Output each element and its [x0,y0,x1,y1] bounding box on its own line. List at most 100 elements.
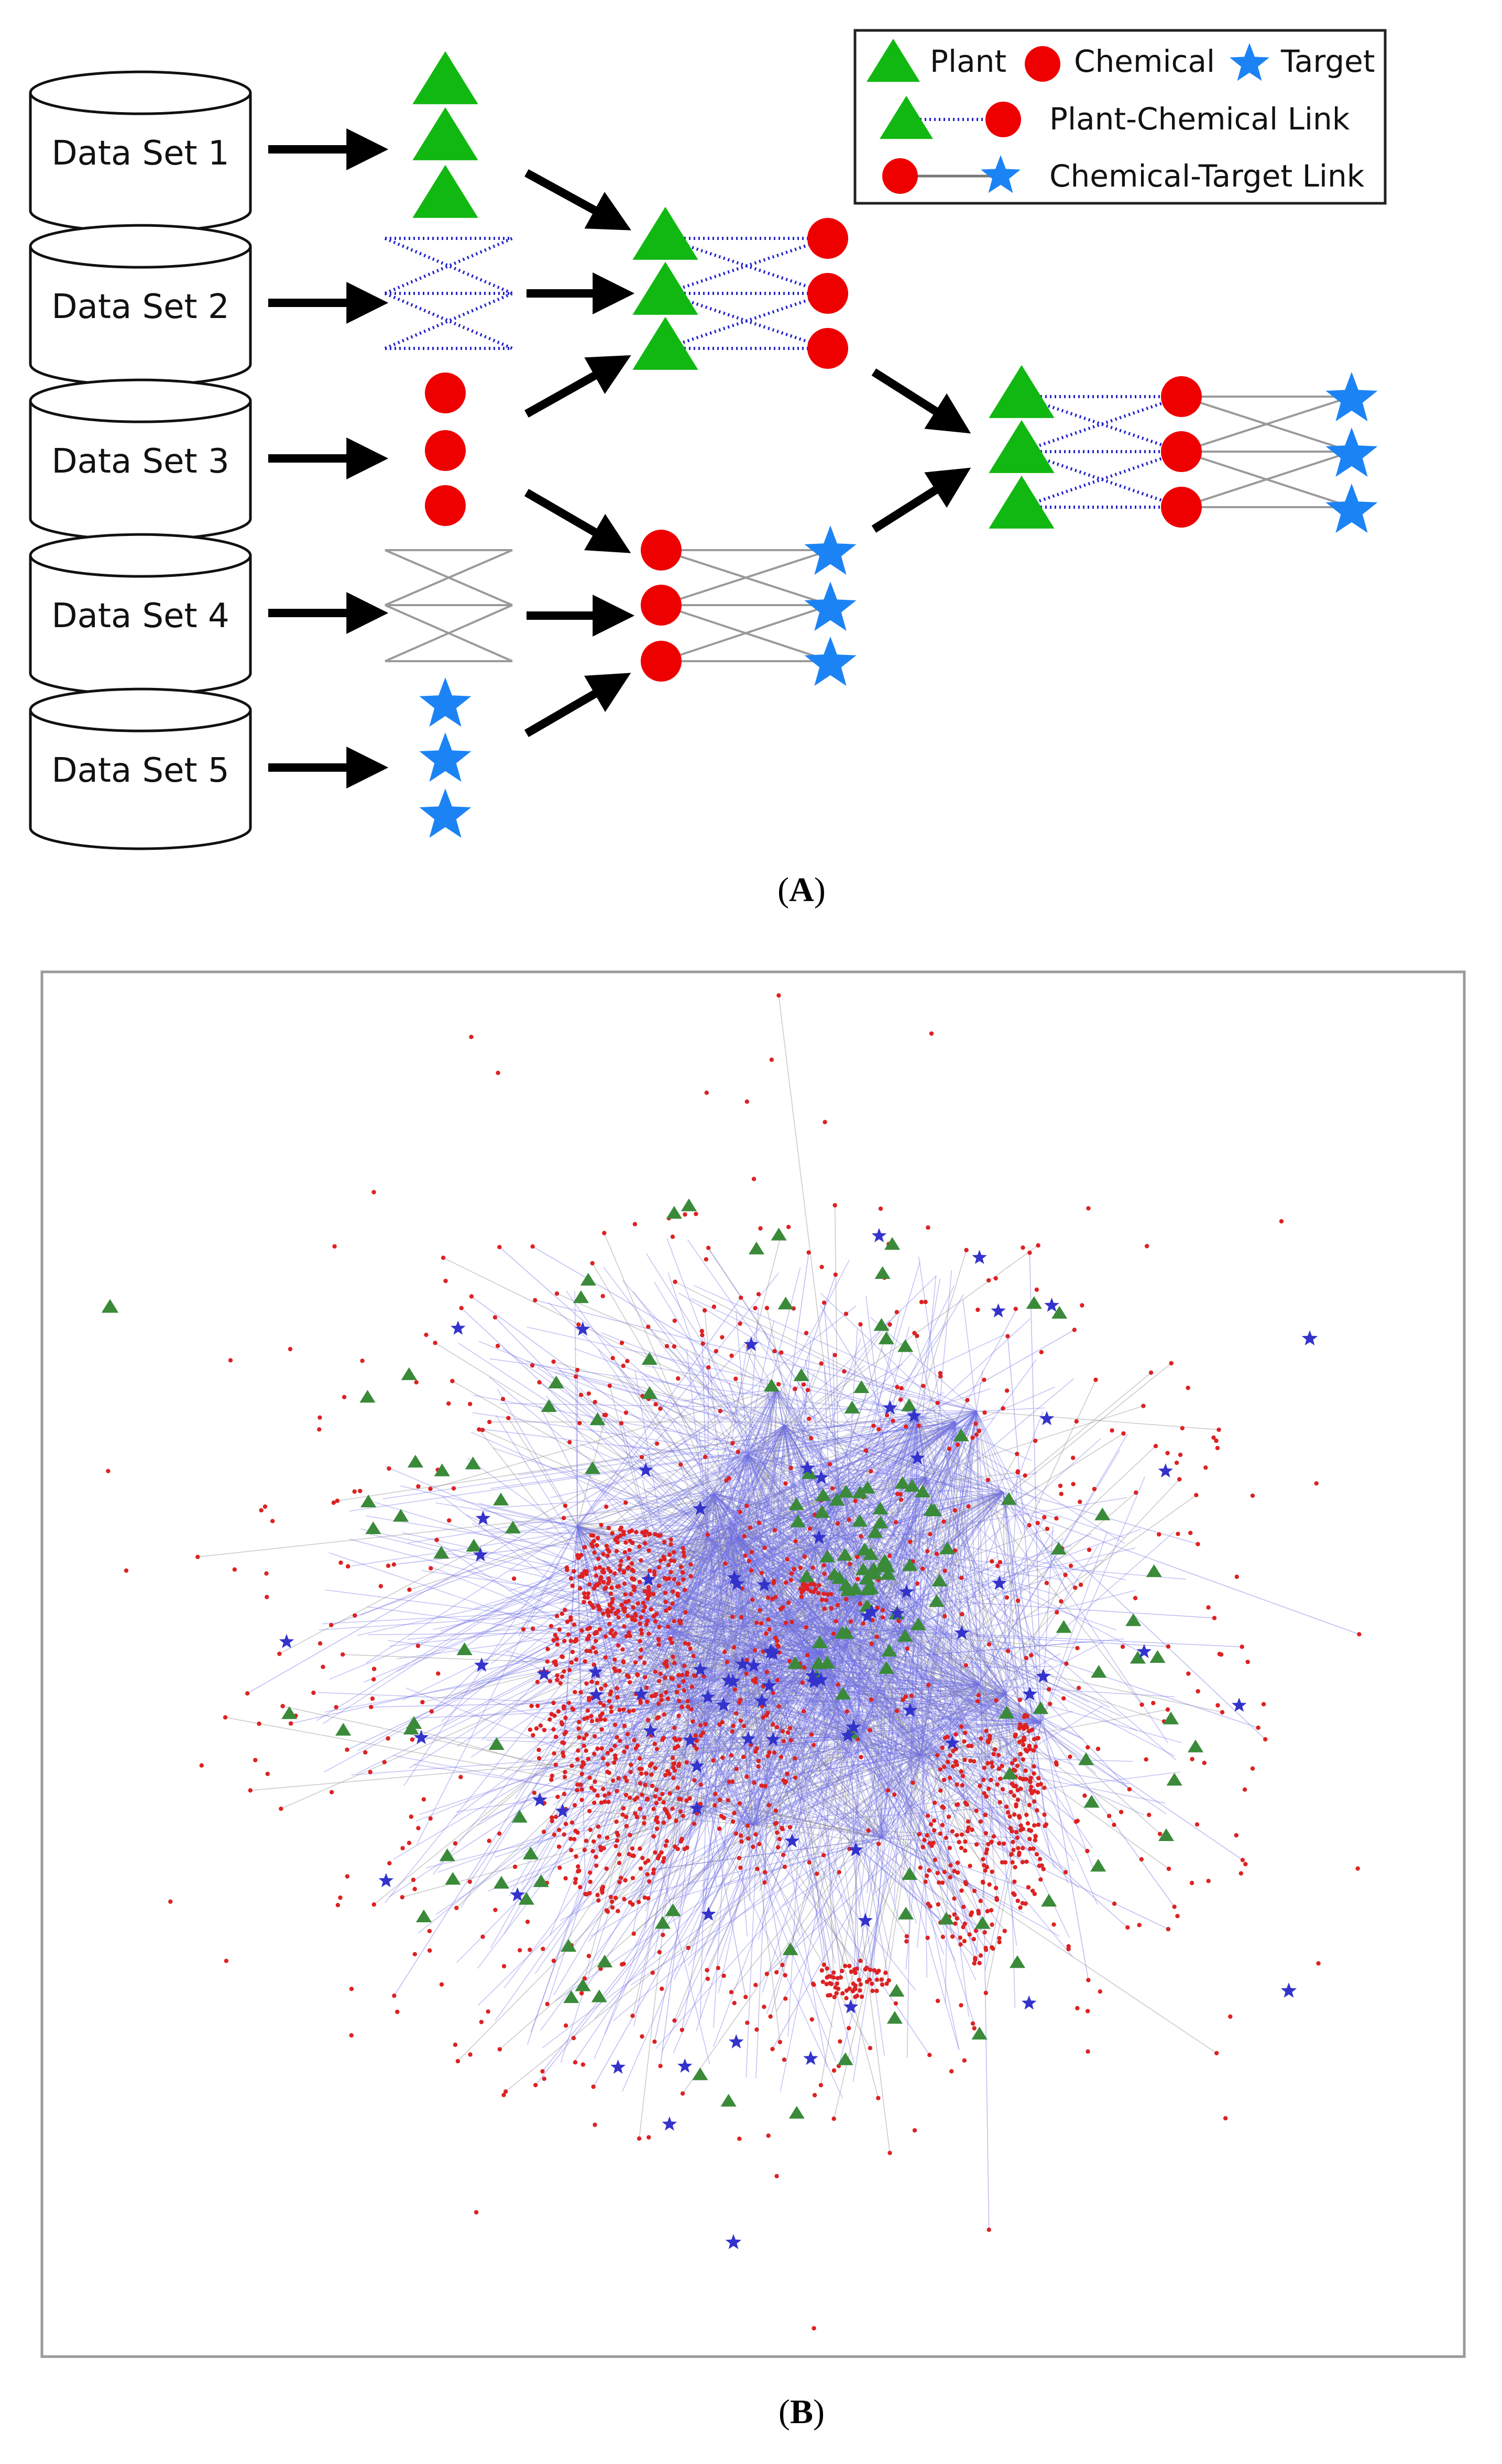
panel-b-network-graph: (B) [40,970,1466,2431]
chemical-node [968,1864,972,1868]
network-edge [713,1493,940,1722]
chemical-node [809,2017,815,2022]
chemical-node [818,2083,824,2088]
chemical-node [858,1322,863,1327]
network-edge [613,1679,1041,1723]
network-edge [690,1700,938,1702]
network-edge [713,1493,1088,1852]
network-edge [689,1700,985,1933]
network-edge [643,1536,738,1824]
chemical-node [638,1756,642,1761]
chemical-node [662,1712,666,1717]
chemical-node [604,1412,608,1418]
network-edge [610,1536,738,1695]
chemical-node [683,1610,688,1615]
network-edge [752,1745,858,1826]
target-node [729,1576,745,1591]
network-edge [875,1411,977,1633]
chemical-node [876,1427,881,1432]
target-star-icon [1325,428,1378,477]
chemical-node [579,1991,584,1996]
chemical-node [983,1812,988,1817]
chemical-node [777,2040,783,2044]
chemical-node [598,1701,603,1705]
network-edge [569,1669,1006,1695]
chemical-node [982,1766,986,1770]
network-edge [920,1753,997,1756]
chemical-node [1032,1891,1037,1897]
chemical-node [572,1803,577,1808]
chemical-node [572,1837,577,1842]
chemical-node [622,1581,627,1586]
chemical-node [578,1690,583,1695]
target-node [662,2116,677,2131]
network-edge [714,1493,1126,1581]
chemical-node [1032,1799,1037,1804]
target-node [378,1872,394,1888]
chemical-node [1033,1744,1038,1749]
network-edge [475,1491,843,1609]
chemical-node [774,1725,780,1729]
network-edge [882,1837,1024,1913]
plant-node [872,1515,889,1529]
link-groups [384,237,1352,662]
chemical-node [1093,1377,1098,1382]
target-node [858,1913,873,1928]
network-edge [674,1389,777,1580]
chemical-node [984,1728,989,1733]
network-edge [488,1737,858,1892]
chemical-node [610,1778,616,1783]
chemical-node [685,1699,690,1704]
chemical-node [737,1801,742,1806]
chemical-node [576,1726,581,1731]
chemical-node [974,1432,979,1437]
plant-node [939,1541,956,1554]
network-edge [784,1684,979,1793]
chemical-node [447,1518,452,1523]
network-edge [563,1706,753,1826]
target-node [475,1510,491,1525]
chemical-node [553,1633,558,1638]
chemical-node [805,1388,810,1393]
network-edge [824,1684,979,1790]
legend-chemical-circle-icon [1025,46,1060,82]
network-edge [836,1538,1064,1678]
plant-node [488,1737,505,1750]
network-edge [467,1458,859,1738]
network-edge [737,1536,961,1760]
target-node [899,1584,914,1598]
target-node [864,1604,880,1618]
chemical-node [1015,1470,1020,1475]
chemical-node [1023,1747,1028,1752]
chemical-node [607,1383,612,1388]
network-edge [788,1625,863,1716]
network-edge [736,1737,859,1834]
chemical-node [788,1578,793,1582]
network-edge [839,1372,1152,1631]
chemical-node [917,1832,922,1837]
chemical-node [920,1566,925,1571]
chemical-node [762,1880,767,1885]
chemical-node [790,1619,794,1624]
chemical-node [745,2020,750,2025]
network-edge [635,1537,708,1828]
chemical-node [654,1815,660,1820]
network-edge [595,1633,745,1670]
chemical-node [639,1615,643,1620]
chemical-node [1033,1438,1038,1443]
network-edge [745,1666,1054,1670]
chemical-node [595,1718,600,1723]
chemical-node [802,1554,807,1559]
chemical-node [654,1826,660,1831]
chemical-node [1033,1838,1038,1843]
chemical-node [987,1882,992,1887]
chemical-node [650,1783,655,1788]
chemical-node [659,1850,664,1855]
chemical-node [605,1762,610,1767]
chemical-node [876,2096,881,2100]
chemical-node [1027,1744,1032,1748]
chemical-node [551,1359,556,1364]
chemical-node [588,1827,593,1832]
chemical-node [623,1540,628,1545]
chemical-node [664,1344,670,1349]
